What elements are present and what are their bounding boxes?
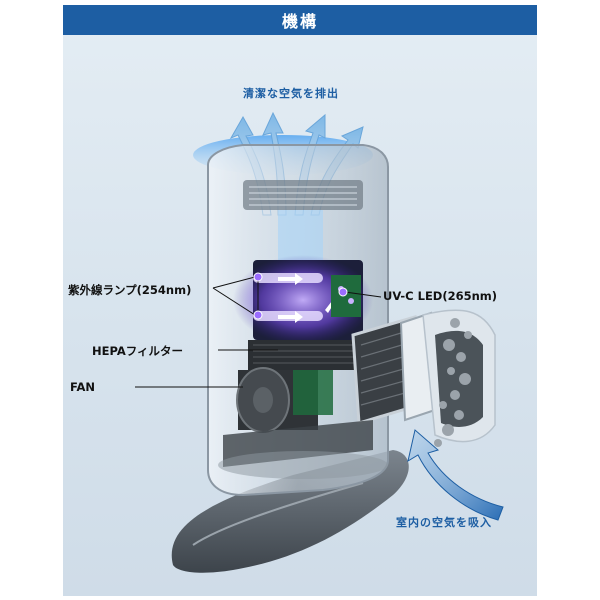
page-title: 機構 (281, 12, 318, 31)
uvc-led-leader (344, 291, 382, 298)
dust-particles (434, 318, 472, 447)
purifier-illustration (135, 111, 504, 573)
hepa-label: HEPAフィルター (92, 344, 184, 358)
fan-label: FAN (70, 380, 96, 394)
intake-caption: 室内の空気を吸入 (396, 516, 492, 529)
intake-arrow (407, 429, 504, 521)
title-bar: 機構 (63, 5, 537, 35)
exhaust-caption: 清潔な空気を排出 (243, 87, 339, 100)
uv-lamp-label: 紫外線ランプ(254nm) (68, 283, 192, 297)
diagram-stage: 機構 (63, 5, 537, 596)
uvc-led-board (331, 275, 361, 317)
uv-lamp-leader (212, 276, 259, 316)
uvc-led-label: UV-C LED(265nm) (383, 289, 498, 303)
